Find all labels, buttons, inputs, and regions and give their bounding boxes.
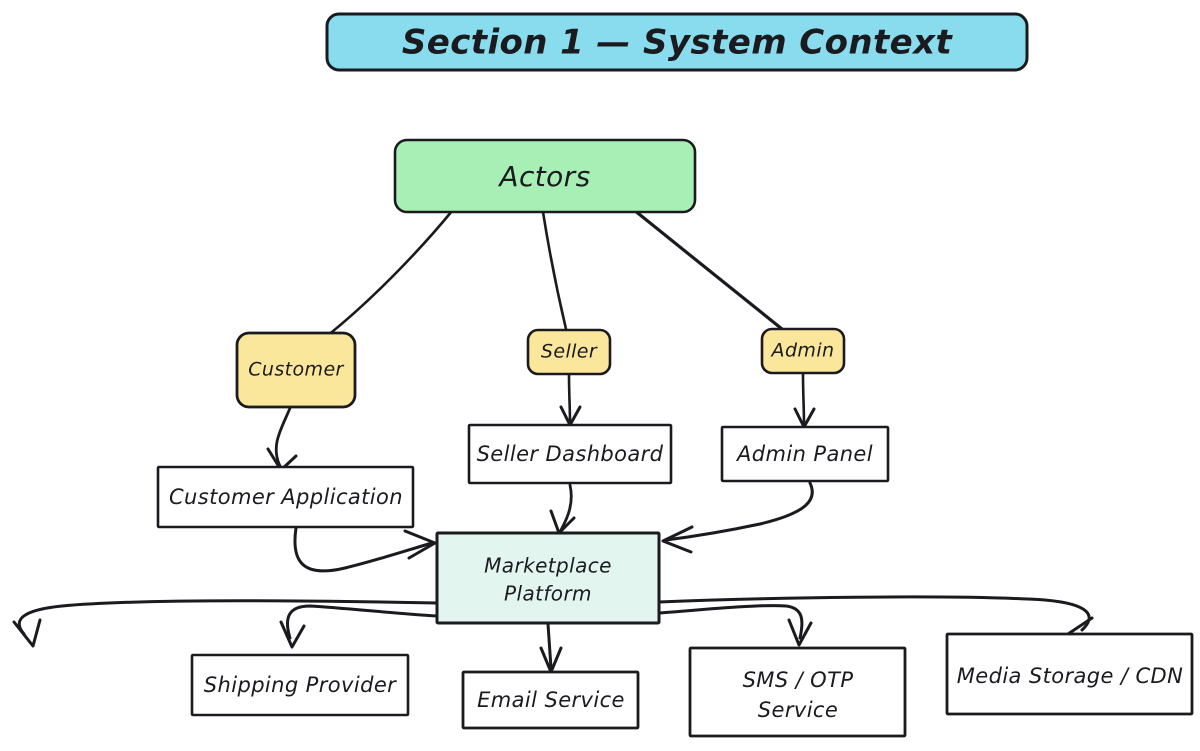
admin-box[interactable] bbox=[760, 327, 846, 375]
media-storage-cdn-box[interactable] bbox=[945, 632, 1194, 716]
arrowhead-platform-sms bbox=[787, 618, 813, 647]
node-sms-otp-service[interactable]: SMS / OTP Service bbox=[688, 646, 907, 738]
seller-box[interactable] bbox=[526, 328, 612, 376]
edge-actors-admin bbox=[632, 208, 784, 331]
node-media-storage-cdn[interactable]: Media Storage / CDN bbox=[945, 632, 1194, 716]
customer-application-box[interactable] bbox=[156, 465, 415, 529]
edge-platform-sms bbox=[657, 604, 804, 640]
seller-label: Seller bbox=[541, 341, 598, 363]
edge-dash-platform bbox=[559, 483, 573, 532]
sms-otp-service-box[interactable] bbox=[688, 646, 907, 738]
admin-panel-label: Admin Panel bbox=[735, 442, 873, 466]
sms-otp-service-label-line1: SMS / OTP bbox=[743, 668, 854, 692]
customer-application-label: Customer Application bbox=[169, 485, 403, 509]
edge-customer-app bbox=[274, 406, 292, 468]
title-box bbox=[325, 12, 1029, 72]
email-service-label: Email Service bbox=[477, 688, 625, 712]
admin-panel-box[interactable] bbox=[720, 425, 890, 483]
email-service-box[interactable] bbox=[461, 670, 640, 730]
title-label: Section 1 — System Context bbox=[402, 23, 954, 63]
edge-seller-dash bbox=[567, 373, 572, 424]
shipping-provider-box[interactable] bbox=[190, 653, 410, 717]
customer-label: Customer bbox=[248, 359, 344, 381]
node-seller-dashboard[interactable]: Seller Dashboard bbox=[467, 423, 673, 485]
node-shipping-provider[interactable]: Shipping Provider bbox=[190, 653, 410, 717]
marketplace-platform-label-line2: Platform bbox=[504, 582, 592, 606]
seller-dashboard-label: Seller Dashboard bbox=[477, 442, 664, 466]
node-admin[interactable]: Admin bbox=[760, 327, 846, 375]
node-actors[interactable]: Actors bbox=[393, 138, 697, 214]
admin-label: Admin bbox=[770, 340, 835, 362]
node-title: Section 1 — System Context bbox=[325, 12, 1029, 72]
arrowhead-platform-left-external bbox=[12, 618, 42, 648]
seller-dashboard-box[interactable] bbox=[467, 423, 673, 485]
arrowhead-panel-platform bbox=[661, 525, 694, 554]
arrowhead-platform-shipping bbox=[279, 620, 306, 649]
edge-platform-shipping bbox=[286, 604, 439, 640]
edge-actors-customer bbox=[325, 209, 454, 338]
shipping-provider-label: Shipping Provider bbox=[204, 673, 397, 697]
node-seller[interactable]: Seller bbox=[526, 328, 612, 376]
arrowhead-dash-platform bbox=[549, 509, 576, 535]
node-marketplace-platform[interactable]: Marketplace Platform bbox=[435, 531, 661, 625]
edge-admin-panel bbox=[801, 372, 806, 426]
marketplace-platform-box[interactable] bbox=[435, 531, 661, 625]
edge-platform-left-external bbox=[17, 599, 439, 636]
edge-platform-email bbox=[546, 622, 553, 670]
media-storage-cdn-label: Media Storage / CDN bbox=[957, 664, 1183, 688]
marketplace-platform-label-line1: Marketplace bbox=[484, 554, 612, 578]
actors-box[interactable] bbox=[393, 138, 697, 214]
edge-actors-seller bbox=[541, 210, 568, 331]
actors-label: Actors bbox=[497, 160, 590, 193]
edge-panel-platform bbox=[664, 481, 814, 542]
node-email-service[interactable]: Email Service bbox=[461, 670, 640, 730]
sms-otp-service-label-line2: Service bbox=[758, 698, 838, 722]
customer-box[interactable] bbox=[235, 331, 357, 409]
node-customer-application[interactable]: Customer Application bbox=[156, 465, 415, 529]
node-customer[interactable]: Customer bbox=[235, 331, 357, 409]
edge-app-platform bbox=[293, 526, 434, 573]
node-admin-panel[interactable]: Admin Panel bbox=[720, 425, 890, 483]
arrowhead-app-platform bbox=[403, 529, 437, 560]
edge-platform-media bbox=[657, 595, 1091, 632]
